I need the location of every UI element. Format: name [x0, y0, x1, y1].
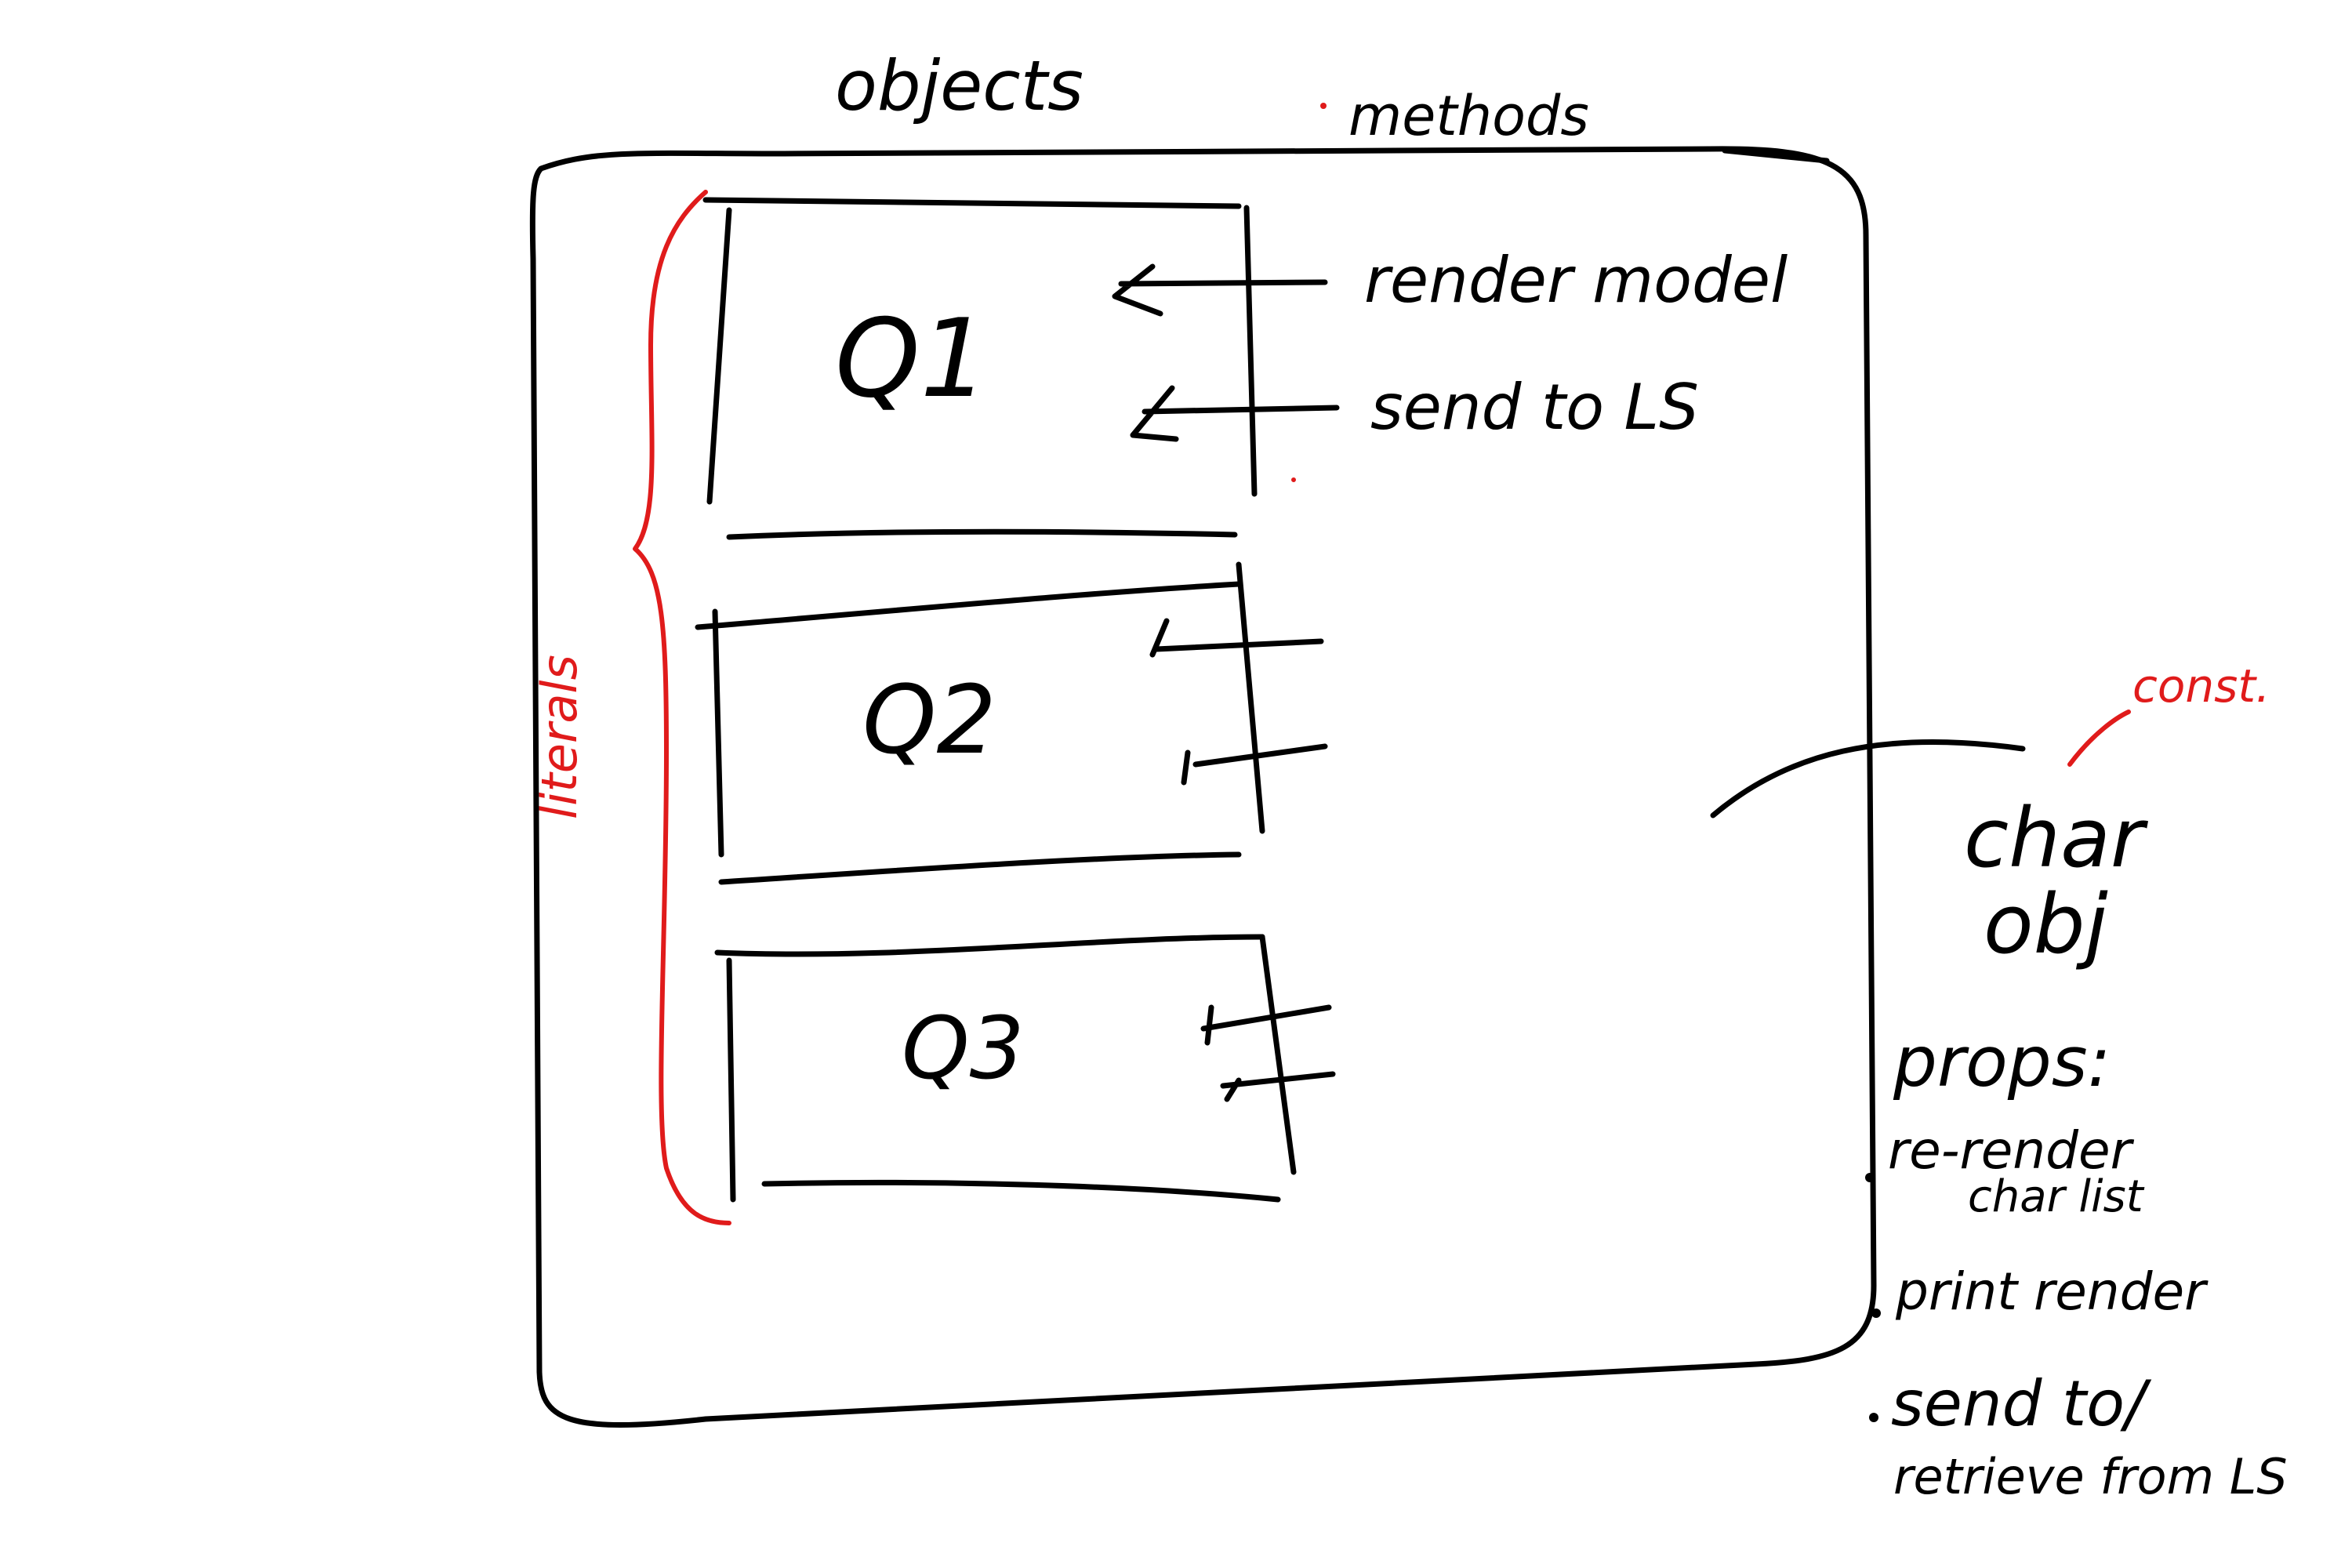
outer-container-overstroke	[1722, 147, 1830, 164]
box-q3: Q3	[714, 934, 1336, 1203]
objects-label: objects	[835, 45, 1083, 126]
prop-3-line2: retrieve from LS	[1893, 1448, 2288, 1505]
prop-1-line1: re-render	[1888, 1120, 2135, 1181]
methods-dot	[1320, 103, 1327, 109]
char-obj-title-line1: char	[1964, 790, 2149, 886]
box-q3-method-arrow-2	[1220, 1071, 1336, 1102]
render-model-label: render model	[1364, 244, 1788, 317]
send-to-ls-label: send to LS	[1370, 371, 1699, 444]
const-label: const.	[2132, 659, 2270, 713]
stray-red-dot	[1291, 477, 1296, 482]
box-q1: Q1 render model send to LS	[702, 197, 1788, 540]
methods-label: methods	[1348, 84, 1589, 148]
prop-3-line1: send to/	[1891, 1367, 2152, 1440]
char-obj-connector	[1710, 739, 2026, 818]
outer-container	[529, 146, 1877, 1428]
char-obj-title-line2: obj	[1984, 877, 2108, 972]
box-q2-method-arrow-1	[1149, 618, 1324, 658]
box-q2: Q2	[695, 561, 1328, 885]
box-q3-label: Q3	[902, 998, 1025, 1098]
box-q3-method-arrow-1	[1200, 1004, 1332, 1046]
box-q2-label: Q2	[862, 666, 996, 775]
char-obj-group: const. char obj props: re-render char li…	[1710, 659, 2288, 1505]
prop-3-bullet	[1869, 1413, 1878, 1422]
red-curly-brace	[633, 190, 731, 1225]
box-q1-label: Q1	[835, 296, 989, 422]
prop-2-bullet	[1871, 1308, 1881, 1318]
props-heading: props:	[1893, 1022, 2111, 1102]
iterator-label: literals	[531, 655, 588, 819]
render-model-arrow	[1112, 263, 1328, 317]
prop-2-line1: print render	[1895, 1261, 2209, 1322]
const-red-stroke	[2067, 710, 2131, 767]
prop-1-bullet	[1865, 1173, 1875, 1182]
box-q2-method-arrow-2	[1181, 743, 1328, 786]
send-to-ls-arrow	[1130, 385, 1340, 442]
prop-1-line2: char list	[1968, 1171, 2145, 1222]
